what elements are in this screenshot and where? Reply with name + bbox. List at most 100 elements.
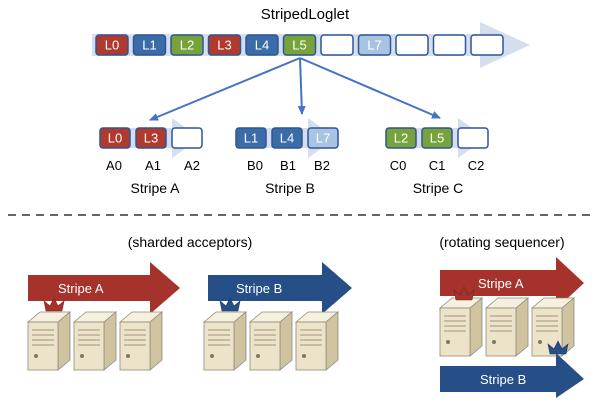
loglet-cell-4-box xyxy=(245,34,279,56)
server-icon xyxy=(203,311,247,371)
stripe-b-pos-1: B1 xyxy=(280,158,296,173)
stripe-a-cell-0-box xyxy=(99,127,131,149)
loglet-cell-0-label: L0 xyxy=(105,38,119,53)
stripe-b-cell-1-box xyxy=(271,127,303,149)
stripe-b-cell-2-label: L7 xyxy=(316,131,330,146)
server-icon xyxy=(119,311,163,371)
rotating-stripe-b-group: Stripe B xyxy=(440,353,584,398)
stripe-c-cell-0-box xyxy=(385,127,417,149)
loglet-cell-2-box xyxy=(170,34,204,56)
crown-icon xyxy=(547,340,569,355)
rotating-servers xyxy=(439,286,575,357)
rotating-stripe-b-arrow xyxy=(440,353,584,398)
stripe-a-cell-2-box xyxy=(171,127,203,149)
loglet-cell-4: L4 xyxy=(245,34,279,56)
stripe-cells: L0 L3 L1 L4 L7 L2 L5 xyxy=(99,127,489,149)
server-icon xyxy=(73,311,117,371)
server-icon xyxy=(249,311,293,371)
sharded-stripe-a-group: Stripe A xyxy=(27,262,180,371)
stripe-b-name: Stripe B xyxy=(265,180,315,196)
sharded-stripe-a-arrow xyxy=(28,262,180,314)
stripe-a-pos-2: A2 xyxy=(184,158,200,173)
crown-icon xyxy=(453,286,475,301)
loglet-cell-7-label: L7 xyxy=(367,38,381,53)
server-icon xyxy=(27,311,71,371)
stripe-a-cell-1-box xyxy=(135,127,167,149)
sharded-acceptors-caption: (sharded acceptors) xyxy=(128,234,253,250)
rotating-stripe-a-arrow xyxy=(440,257,584,309)
stripe-c-pos-0: C0 xyxy=(390,158,407,173)
rotating-stripe-a-label: Stripe A xyxy=(478,276,524,291)
connector-arrow-stripe-b xyxy=(297,57,306,115)
stripe-c-pos-2: C2 xyxy=(468,158,485,173)
sharded-stripe-b-group: Stripe B xyxy=(203,262,352,371)
rotating-sequencer-caption: (rotating sequencer) xyxy=(439,234,564,250)
loglet-cell-0: L0 xyxy=(95,34,129,56)
crown-icon xyxy=(43,297,65,312)
stripe-c-cell-2 xyxy=(457,127,489,149)
stripe-b-cell-1-label: L4 xyxy=(280,131,294,146)
rotating-stripe-b-label: Stripe B xyxy=(480,372,526,387)
sharded-stripe-b-arrow xyxy=(208,262,352,314)
rotating-stripe-a-group: Stripe A xyxy=(440,257,584,309)
loglet-cell-7-box xyxy=(357,34,392,56)
stripe-c-pos-1: C1 xyxy=(429,158,446,173)
stripe-b-cell-2: L7 xyxy=(307,127,339,149)
stripe-a-cell-2 xyxy=(171,127,203,149)
loglet-cell-4-label: L4 xyxy=(255,38,269,53)
stripe-b-cell-0: L1 xyxy=(235,127,267,149)
server-icon xyxy=(439,297,483,357)
stripe-b-cell-1: L4 xyxy=(271,127,303,149)
sharded-stripe-a-label: Stripe A xyxy=(58,281,104,296)
stripe-a-cell-0-label: L0 xyxy=(108,131,122,146)
loglet-cell-10 xyxy=(470,34,504,56)
stripe-b-pos-0: B0 xyxy=(247,158,263,173)
loglet-cell-1-label: L1 xyxy=(142,38,156,53)
loglet-cells: L0 L1 L2 L3 L4 L5 L7 xyxy=(95,34,504,56)
stripe-c-cell-2-box xyxy=(457,127,489,149)
stripe-b-pos-2: B2 xyxy=(314,158,330,173)
loglet-cell-8 xyxy=(395,34,429,56)
loglet-cell-3-label: L3 xyxy=(217,38,231,53)
loglet-cell-9 xyxy=(432,34,467,56)
loglet-cell-10-box xyxy=(470,34,504,56)
loglet-cell-2: L2 xyxy=(170,34,204,56)
stripe-c-name: Stripe C xyxy=(413,180,464,196)
loglet-cell-5: L5 xyxy=(282,34,317,56)
connector-arrow-stripe-a xyxy=(149,57,301,121)
loglet-cell-1-box xyxy=(132,34,167,56)
loglet-cell-5-label: L5 xyxy=(292,38,306,53)
server-icon xyxy=(295,311,339,371)
loglet-cell-6 xyxy=(320,34,354,56)
loglet-cell-6-box xyxy=(320,34,354,56)
stripe-c-cell-0-label: L2 xyxy=(394,131,408,146)
loglet-cell-9-box xyxy=(432,34,467,56)
loglet-cell-5-box xyxy=(282,34,317,56)
stripe-b-cell-0-box xyxy=(235,127,267,149)
loglet-cell-1: L1 xyxy=(132,34,167,56)
loglet-cell-3: L3 xyxy=(207,34,242,56)
stripe-b-cell-0-label: L1 xyxy=(244,131,258,146)
loglet-cell-3-box xyxy=(207,34,242,56)
stripe-c-cell-1: L5 xyxy=(421,127,453,149)
loglet-cell-0-box xyxy=(95,34,129,56)
stripe-a-pos-1: A1 xyxy=(145,158,161,173)
stripe-a-pos-0: A0 xyxy=(106,158,122,173)
stripe-a-cell-0: L0 xyxy=(99,127,131,149)
stripe-c-cell-1-label: L5 xyxy=(430,131,444,146)
server-icon xyxy=(485,297,529,357)
stripe-a-cell-1: L3 xyxy=(135,127,167,149)
stripe-c-cell-0: L2 xyxy=(385,127,417,149)
stripe-b-cell-2-box xyxy=(307,127,339,149)
stripe-a-cell-1-label: L3 xyxy=(144,131,158,146)
crown-icon xyxy=(219,297,241,312)
loglet-cell-7: L7 xyxy=(357,34,392,56)
stripe-a-name: Stripe A xyxy=(130,180,180,196)
sharded-stripe-b-label: Stripe B xyxy=(236,281,282,296)
server-icon xyxy=(531,297,575,357)
loglet-cell-2-label: L2 xyxy=(180,38,194,53)
stripe-c-cell-1-box xyxy=(421,127,453,149)
diagram-title: StripedLoglet xyxy=(261,6,350,23)
loglet-cell-8-box xyxy=(395,34,429,56)
